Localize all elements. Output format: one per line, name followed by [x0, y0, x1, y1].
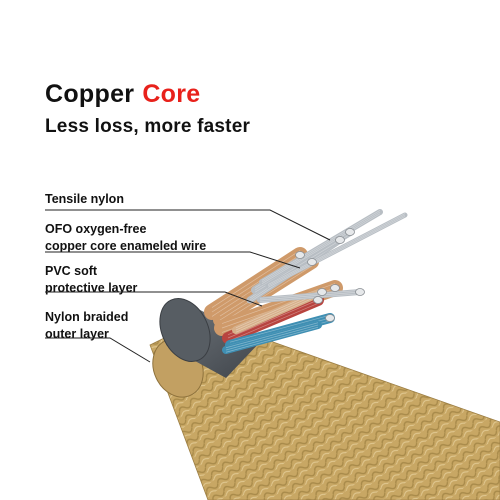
wire-strand — [211, 254, 301, 313]
wire-tip — [325, 314, 335, 322]
wire-strand — [267, 216, 406, 288]
wire-bundle — [204, 247, 308, 320]
wire-strand — [227, 299, 319, 339]
leader-line — [45, 291, 263, 307]
wire-tip — [345, 228, 355, 236]
wire-bundle — [259, 209, 383, 285]
subtitle: Less loss, more faster — [45, 116, 251, 137]
label-line: Nylon braided — [45, 310, 129, 324]
wire-strand — [261, 210, 381, 281]
wire-strand — [229, 314, 331, 343]
label-ofo-copper-wire: OFO oxygen-free copper core enameled wir… — [45, 221, 206, 255]
wire-strand — [267, 213, 406, 285]
wire-strand — [219, 265, 313, 325]
label-leader-lines — [45, 209, 331, 363]
wire-tip — [307, 258, 317, 266]
label-line: Tensile nylon — [45, 192, 124, 206]
headline-accent: Core — [142, 80, 201, 108]
wire-strand — [221, 283, 336, 324]
wire-strand — [259, 291, 361, 301]
wire-strand — [225, 326, 319, 353]
wire-tip — [335, 236, 345, 244]
pvc-jacket-end — [159, 298, 211, 362]
wire-strand — [259, 289, 361, 299]
wire-strand — [261, 211, 381, 283]
inner-wires — [204, 209, 408, 354]
leader-line — [45, 337, 151, 363]
wire-bundle — [222, 294, 324, 344]
label-line: PVC soft — [45, 264, 98, 278]
wire-tip — [317, 288, 327, 296]
wire-bundle — [257, 289, 363, 303]
leader-line — [45, 251, 301, 269]
wire-strand — [211, 250, 301, 308]
headline-prefix: Copper — [45, 80, 135, 108]
wire-strand — [261, 213, 381, 284]
wire-strand — [235, 293, 323, 333]
wire-tip — [330, 284, 340, 292]
wire-strand — [267, 214, 406, 287]
label-line: OFO oxygen-free — [45, 222, 147, 236]
wire-bundle — [265, 212, 408, 289]
wire-strand — [225, 322, 319, 349]
wire-bundle — [222, 321, 322, 354]
wire-tip — [295, 251, 305, 259]
wire-strand — [225, 324, 319, 351]
wire-tip — [355, 288, 365, 296]
leader-line — [45, 209, 331, 241]
label-line: copper core enameled wire — [45, 239, 207, 253]
wire-strand — [227, 303, 319, 342]
wire-tip — [313, 296, 323, 304]
label-tensile-nylon: Tensile nylon — [45, 191, 124, 208]
wire-strand — [259, 293, 361, 303]
